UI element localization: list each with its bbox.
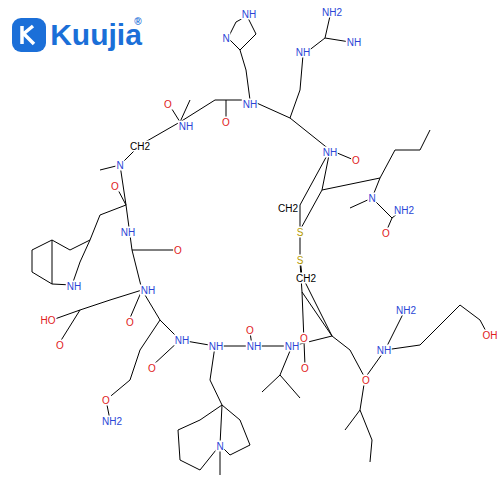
alanine-methyl [180,100,190,122]
atom-label: O [221,117,231,128]
atom-label: OH [482,330,499,341]
atom-label: O [381,228,391,239]
logo-k [22,26,34,44]
atom-label: NH [178,121,194,132]
atom-label: N [115,160,124,171]
atom-label: NH [66,281,82,292]
atom-label: NH [284,341,300,352]
methyltryptophan-chain [178,346,250,475]
atom-label: O [101,395,111,406]
atom-label: NH [242,99,258,110]
disulfide-bridge [300,150,332,336]
tryptophan-chain [32,205,126,285]
atom-label: O [147,363,157,374]
atom-label: O [55,340,65,351]
registered-mark: ® [133,16,142,28]
atom-label: NH [322,147,338,158]
atom-label: S [296,227,305,238]
histidine-chain [228,16,256,100]
atom-label: NH2 [395,305,417,316]
atom-label: O [245,325,255,336]
atom-label: O [351,155,361,166]
atom-label: O [299,333,309,344]
glutamine-chain [106,320,160,420]
atom-label: O [125,317,135,328]
atom-label: NH [120,227,136,238]
c-terminal-chain [350,130,430,232]
atom-label: O [110,181,120,192]
atom-label: HO [40,315,57,326]
atom-label: NH [174,335,190,346]
atom-label: NH2 [393,205,415,216]
atom-label: N [367,193,376,204]
atom-label: NH [246,341,262,352]
atom-label: NH [295,47,311,58]
logo-mark [12,18,46,52]
atom-label: NH [346,37,362,48]
atom-label: NH [208,341,224,352]
atom-label: NH2 [101,416,123,427]
atom-label: NH [376,345,392,356]
tail-chain [332,305,488,462]
aspartate-chain [52,290,142,342]
atom-label: O [300,363,310,374]
atom-label: O [163,99,173,110]
atom-label: CH2 [277,203,299,214]
macrocycle-ring [120,100,332,346]
valine-chain [262,346,300,398]
atom-label: CH2 [129,141,151,152]
atom-label: N [215,441,224,452]
atom-label: S [296,255,305,266]
atom-label: NH [140,285,156,296]
logo-text: Kuujia [49,19,143,51]
atom-label: N [221,33,230,44]
atom-label: NH2 [321,7,343,18]
atom-label: NH [241,9,257,20]
atom-label: CH2 [295,273,317,284]
atom-label: O [361,375,371,386]
atom-label: O [173,245,183,256]
arginine-chain [290,16,350,118]
